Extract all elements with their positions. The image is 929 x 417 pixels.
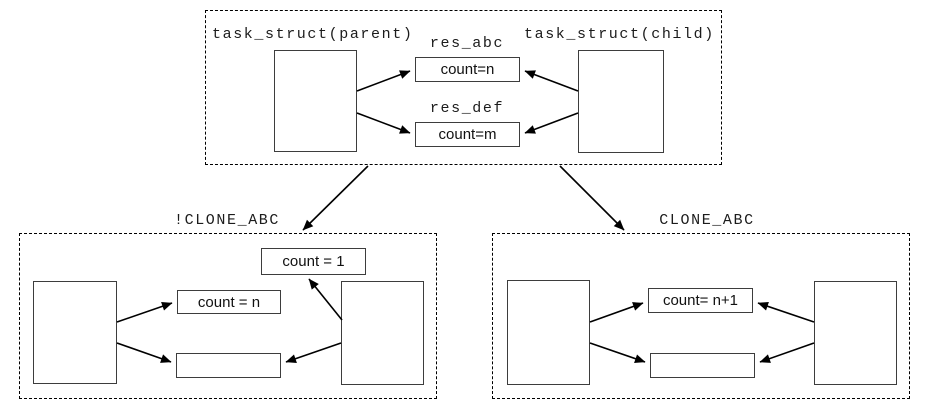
shared-resource-box-right [650, 353, 755, 378]
parent-resource-count-box: count = n [177, 290, 281, 314]
clone-parent-rect [507, 280, 590, 385]
clone-abc-box [492, 233, 910, 399]
clone-abc-title: CLONE_ABC [659, 212, 755, 229]
res-def-count-box: count=m [415, 122, 520, 147]
no-clone-abc-title: !CLONE_ABC [173, 212, 281, 229]
no-clone-child-rect [341, 281, 424, 385]
child-task-struct-rect [578, 50, 664, 153]
shared-count-box: count= n+1 [648, 288, 753, 313]
clone-child-rect [814, 281, 897, 385]
arrow-to-no-clone-branch [302, 165, 369, 231]
parent-task-struct-rect [274, 50, 357, 152]
res-abc-count-box: count=n [415, 57, 520, 82]
shared-resource-box-left [176, 353, 281, 378]
arrow-to-clone-branch [559, 165, 625, 231]
res-def-label: res_def [429, 100, 505, 117]
child-task-label: task_struct(child) [524, 26, 715, 43]
copied-resource-count-box: count = 1 [261, 248, 366, 275]
res-abc-label: res_abc [429, 35, 505, 52]
no-clone-abc-box [19, 233, 437, 399]
parent-task-label: task_struct(parent) [212, 26, 414, 43]
no-clone-parent-rect [33, 281, 117, 384]
parent-child-overview-box [205, 10, 722, 165]
